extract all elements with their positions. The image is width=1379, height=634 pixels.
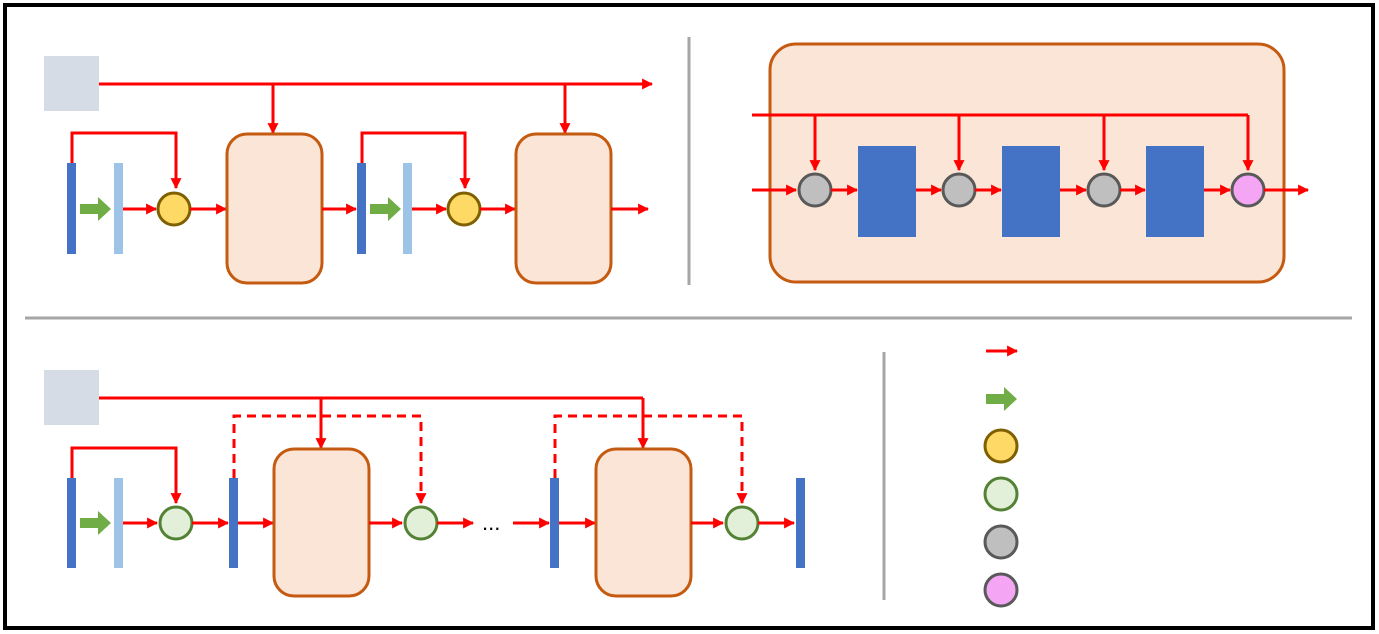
dark-blue-bar [67,478,76,568]
green-circle-icon [403,505,439,541]
light-blue-bar [403,163,412,254]
skip-connection [70,446,182,505]
green-circle-icon [983,476,1019,512]
pink-circle-icon [1230,172,1266,208]
top-right-panel [752,42,1310,284]
orange-block [594,447,693,598]
gray-circle-icon [1086,172,1122,208]
dark-blue-bar [67,163,76,254]
legend [983,345,1019,608]
light-blue-bar [114,478,123,568]
orange-block [272,447,371,598]
yellow-circle-icon [983,428,1019,464]
dark-blue-bar [229,478,238,568]
green-arrow-icon [80,511,111,535]
green-circle-icon [158,505,194,541]
skip-connection [360,131,471,190]
ellipsis: ... [482,510,500,535]
gray-circle-icon [797,172,833,208]
orange-block [514,132,613,285]
dashed-skip-connection [553,414,748,505]
bottom-left-panel: ... [44,370,805,598]
green-arrow-icon [370,197,401,221]
dark-blue-bar [796,478,805,568]
blue-layer [858,146,916,237]
gray-circle-icon [941,172,977,208]
dark-blue-bar [357,163,366,254]
green-circle-icon [724,505,760,541]
dark-blue-bar [550,478,559,568]
orange-block [225,132,324,285]
green-arrow-icon [986,387,1017,411]
gray-circle-icon [983,524,1019,560]
yellow-circle-icon [446,191,482,227]
pink-circle-icon [983,572,1019,608]
green-arrow-icon [80,197,111,221]
dashed-skip-connection [232,414,427,505]
skip-connection [70,131,182,190]
light-blue-bar [114,163,123,254]
input-box [44,56,99,111]
input-box [44,370,99,425]
top-left-panel [44,56,654,285]
blue-layer [1146,146,1204,237]
yellow-circle-icon [156,191,192,227]
blue-layer [1002,146,1060,237]
